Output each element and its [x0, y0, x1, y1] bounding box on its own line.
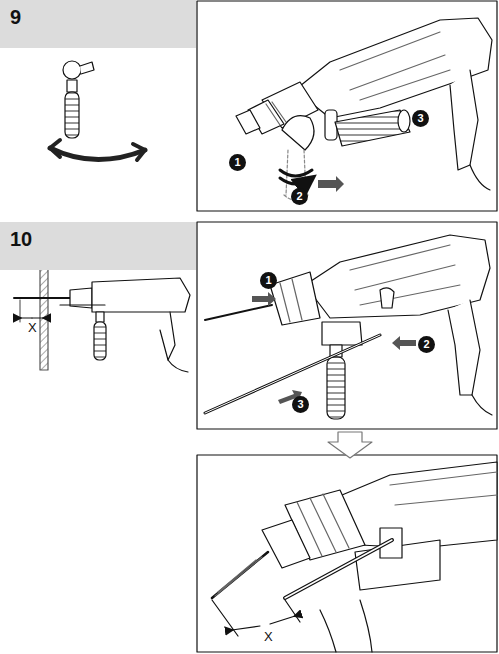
callout-number: 2: [418, 336, 435, 353]
panel-frame: [197, 1, 497, 211]
callout-text: 2: [296, 191, 302, 202]
dimension-label: X: [27, 321, 38, 334]
step-heading: 10: [0, 222, 196, 270]
callout-text: 1: [234, 157, 240, 168]
callout-number: 3: [412, 110, 429, 127]
callout-text: 1: [265, 275, 271, 286]
dimension-label: X: [263, 630, 274, 643]
callout-number: 2: [291, 188, 308, 205]
side-handle: [280, 110, 410, 200]
drill-body: [236, 18, 492, 190]
step-number: 10: [10, 228, 32, 250]
drill-zoom: [212, 462, 497, 652]
drill-body: [205, 235, 492, 415]
callout-number: 1: [260, 272, 277, 289]
callout-number: 3: [292, 396, 309, 413]
callout-text: 2: [423, 339, 429, 350]
down-arrow: [328, 432, 372, 458]
callout-text: 3: [297, 399, 303, 410]
step-number: 9: [10, 6, 21, 28]
callout-text: 3: [417, 113, 423, 124]
side-handle: [205, 292, 416, 419]
callout-number: 1: [229, 154, 246, 171]
handle-icon: [50, 61, 145, 160]
panel-frame: [197, 455, 497, 652]
step-heading: 9: [0, 0, 196, 48]
panel-frame: [197, 222, 497, 429]
